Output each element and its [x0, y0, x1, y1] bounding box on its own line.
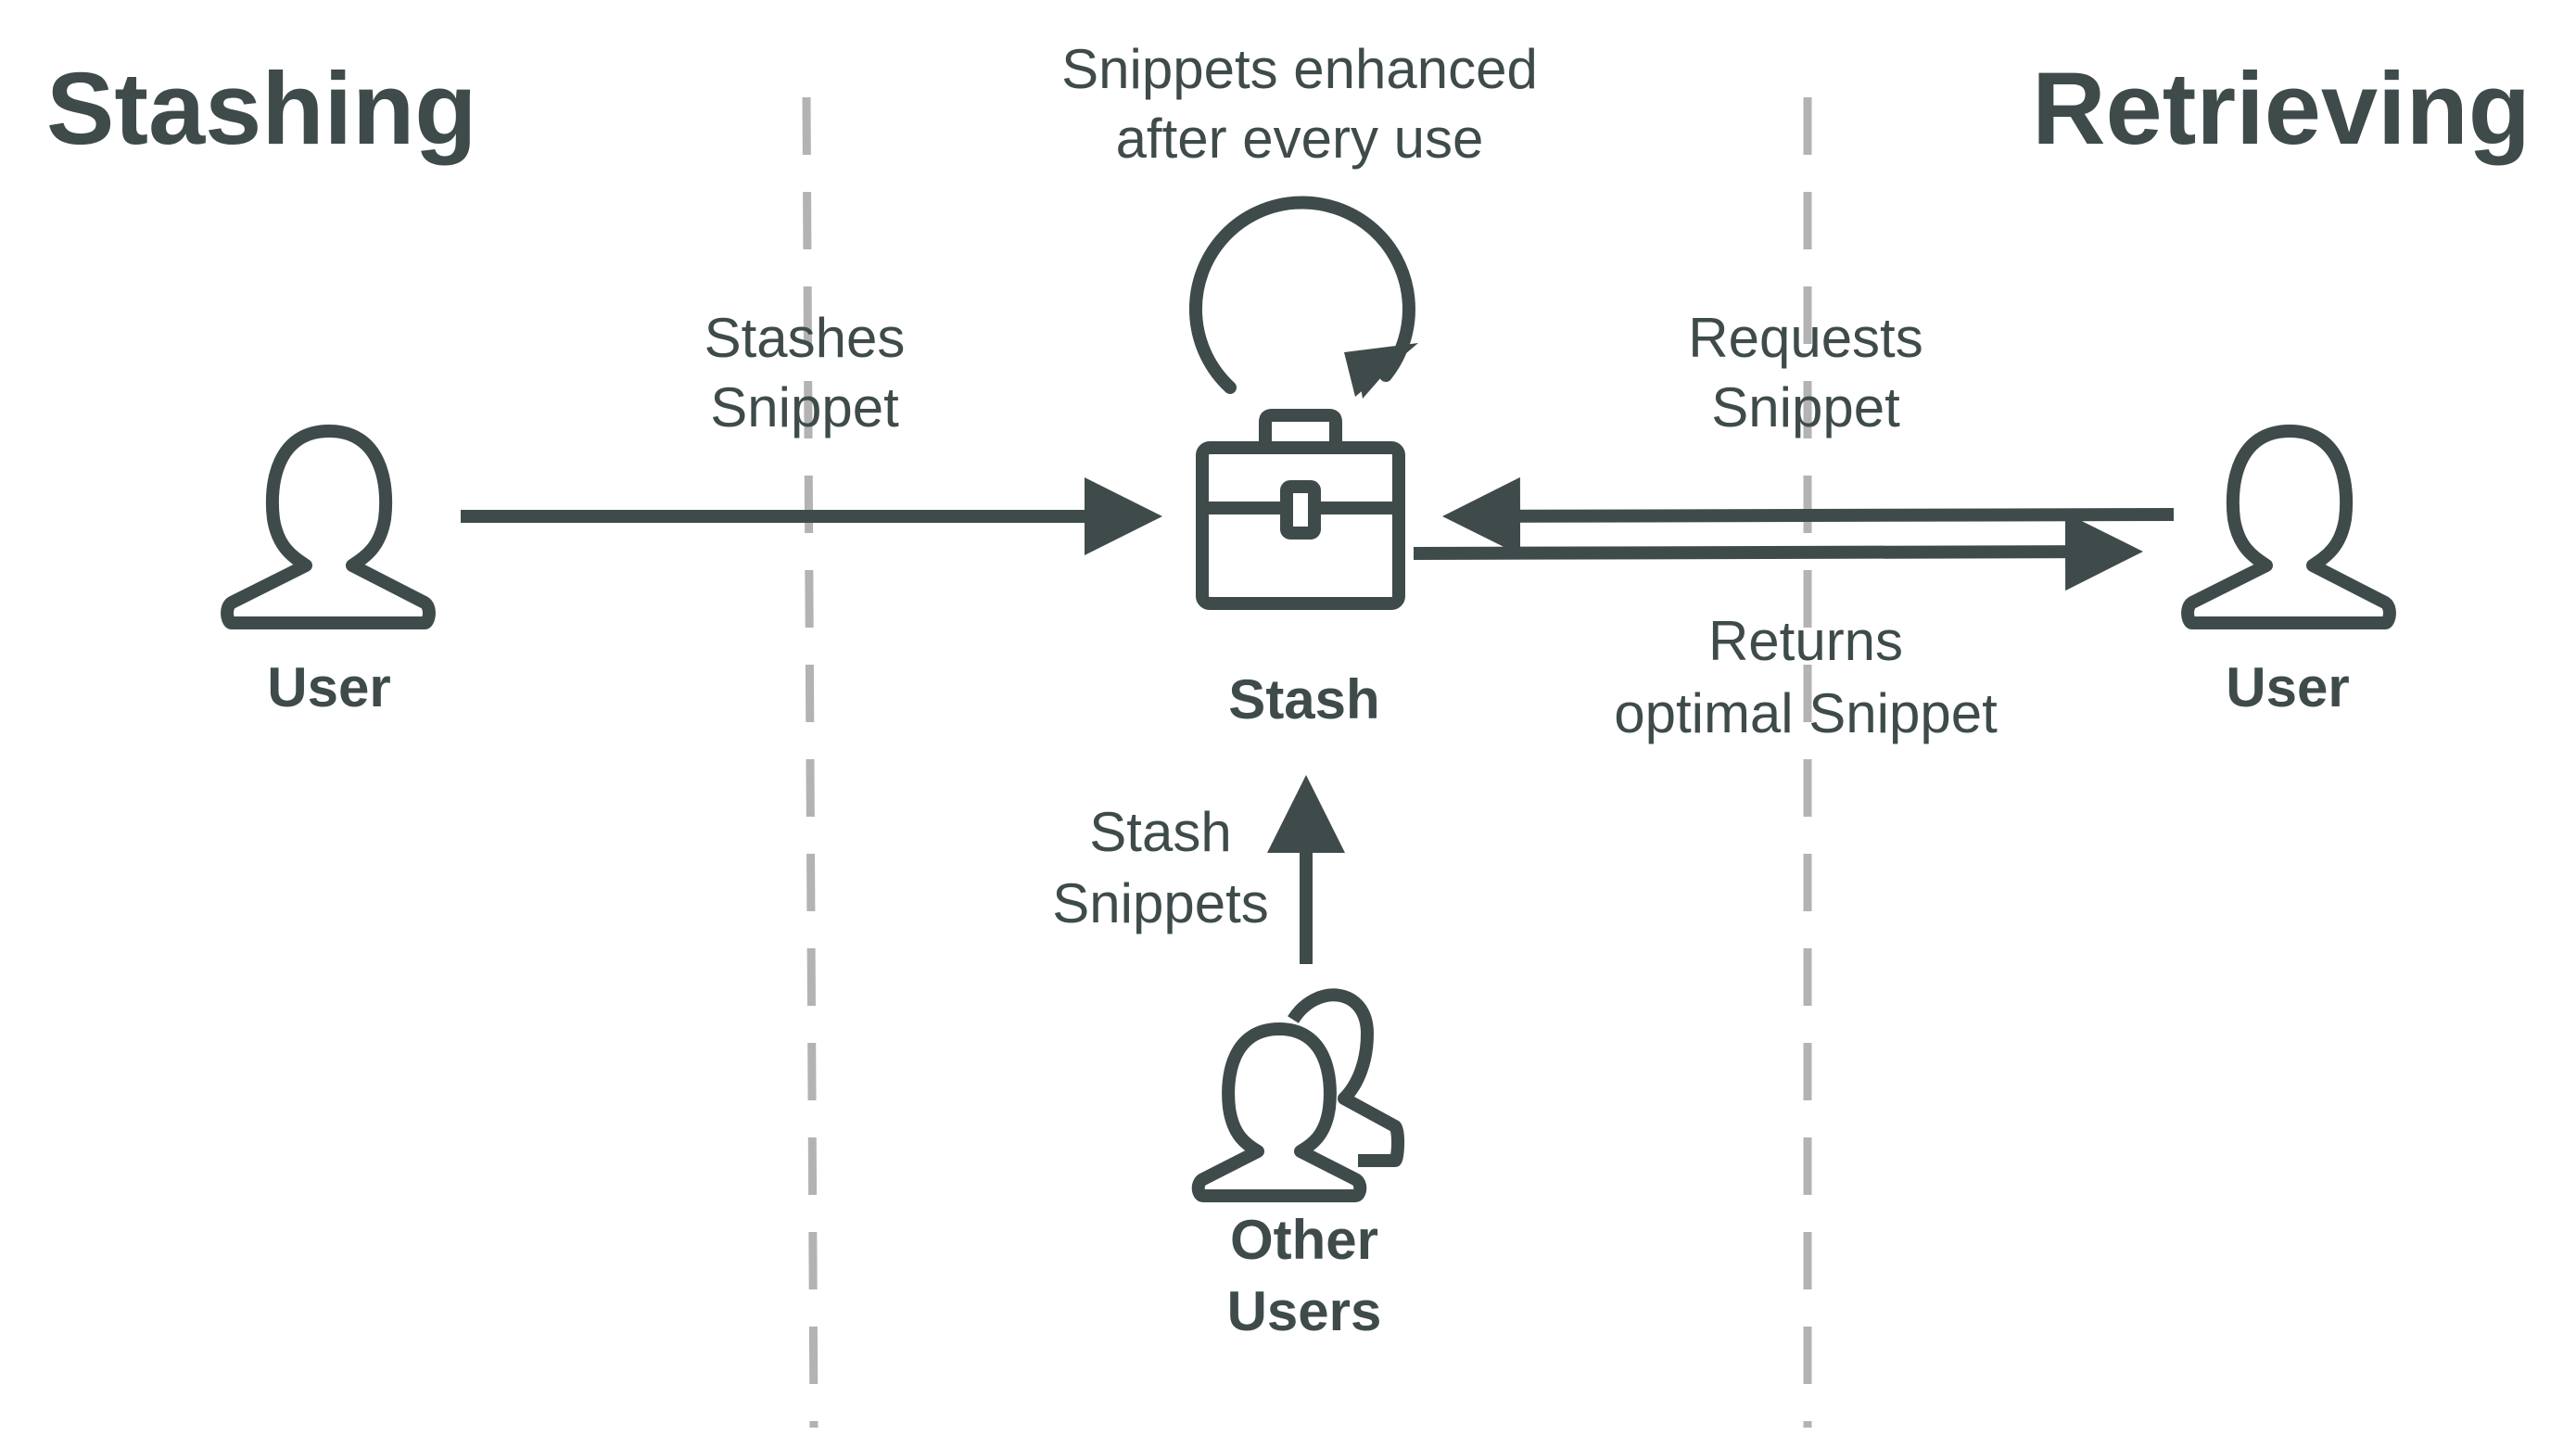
stashing-heading: Stashing	[46, 52, 477, 166]
returns-label-line2: optimal Snippet	[1614, 682, 1998, 744]
toolbox-icon	[1196, 409, 1405, 610]
enhanced-label-line2: after every use	[1116, 108, 1484, 170]
left-divider	[802, 96, 818, 1429]
stashes-label-line1: Stashes	[704, 307, 906, 369]
enhanced-label-line1: Snippets enhanced	[1061, 38, 1538, 100]
other-users-label-line2: Users	[1227, 1280, 1382, 1342]
other-users-label-line1: Other	[1230, 1209, 1378, 1271]
right-user-label: User	[2226, 656, 2349, 718]
stash-snippets-label-line2: Snippets	[1052, 872, 1269, 934]
refresh-cycle-icon	[1188, 196, 1418, 399]
requests-label-line2: Snippet	[1711, 376, 1900, 438]
stash-label: Stash	[1228, 668, 1379, 730]
left-user-label: User	[267, 656, 390, 718]
user-icon	[2181, 425, 2396, 629]
requests-arrow	[1442, 476, 2175, 555]
retrieving-heading: Retrieving	[2032, 52, 2531, 166]
stashes-label-line2: Snippet	[710, 376, 899, 438]
user-icon	[221, 425, 436, 629]
stash-snippets-label-line1: Stash	[1089, 801, 1231, 863]
returns-label-line1: Returns	[1708, 610, 1903, 672]
returns-arrow	[1413, 513, 2143, 591]
users-group-icon	[1191, 988, 1404, 1202]
requests-label-line1: Requests	[1688, 307, 1922, 369]
